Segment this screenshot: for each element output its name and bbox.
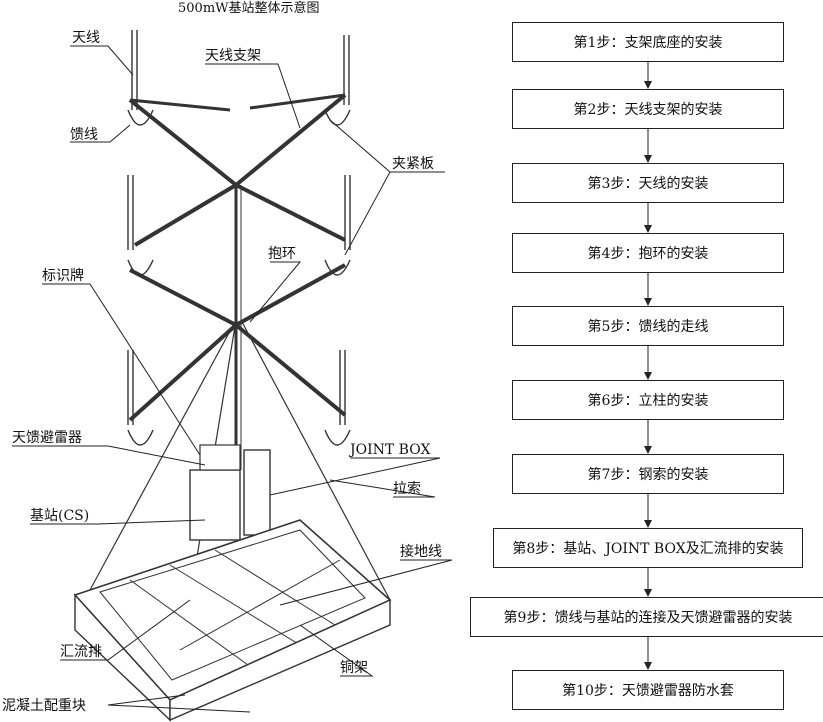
- flow-step-4: 第4步：抱环的安装: [512, 233, 784, 273]
- flow-step-9: 第9步：馈线与基站的连接及天馈避雷器的安装: [470, 597, 823, 637]
- flow-step-3: 第3步：天线的安装: [512, 163, 784, 203]
- label-base-station: 基站(CS): [30, 507, 89, 524]
- label-guy-cable: 拉索: [393, 480, 421, 497]
- leader-lines: [12, 45, 453, 713]
- label-hoop: 抱环: [268, 246, 296, 262]
- flow-step-1: 第1步：支架底座的安装: [512, 22, 784, 62]
- label-antenna-bracket: 天线支架: [205, 48, 261, 64]
- flow-step-2: 第2步：天线支架的安装: [512, 89, 784, 129]
- label-clamp-plate: 夹紧板: [392, 156, 434, 172]
- label-ground-wire: 接地线: [400, 543, 442, 560]
- flow-step-5: 第5步：馈线的走线: [512, 306, 784, 346]
- flow-step-6: 第6步：立柱的安装: [512, 380, 784, 420]
- label-copper-frame: 铜架: [340, 660, 368, 676]
- label-concrete-block: 泥凝土配重块: [2, 698, 86, 714]
- label-busbar: 汇流排: [60, 644, 102, 660]
- diagram-title: 500mW基站整体示意图: [178, 0, 320, 16]
- label-antenna: 天线: [72, 30, 100, 46]
- label-feeder: 馈线: [70, 127, 98, 143]
- base-station-diagram: 500mW基站整体示意图: [2, 0, 453, 722]
- label-feeder-arrester: 天馈避雷器: [12, 430, 82, 446]
- label-joint-box: JOINT BOX: [348, 442, 430, 458]
- flow-step-7: 第7步：钢索的安装: [512, 454, 784, 494]
- flow-step-10: 第10步：天馈避雷器防水套: [512, 670, 784, 710]
- label-sign-plate: 标识牌: [42, 267, 84, 284]
- flow-step-8: 第8步：基站、JOINT BOX及汇流排的安装: [493, 528, 803, 568]
- antenna-structure: [73, 30, 392, 722]
